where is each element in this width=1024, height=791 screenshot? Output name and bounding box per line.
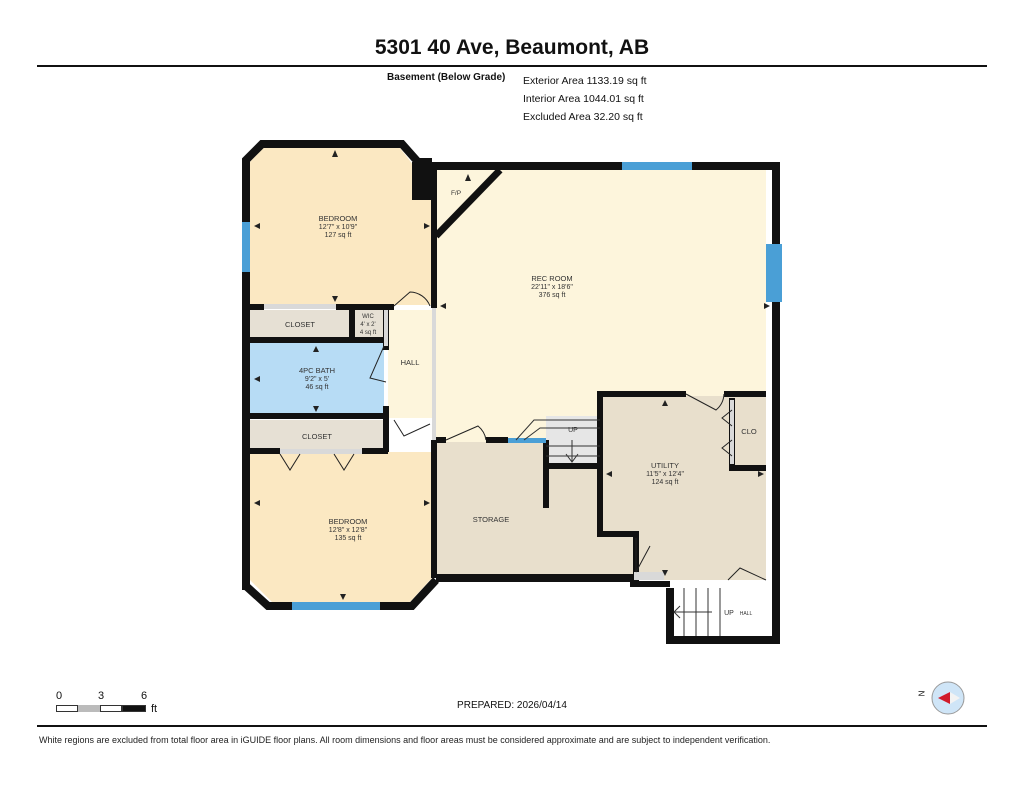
footer-divider [37,725,987,727]
stair-arrow [673,605,712,619]
wall-stair-bottom [666,636,778,644]
hall-floor [388,310,432,418]
bedroom2-floor [250,452,432,602]
scale-segment [78,705,100,712]
fireplace-label: F/P [451,190,461,197]
bedroom1-dims: 12'7" x 10'9" [319,224,358,231]
bedroom2-area: 135 sq ft [335,535,362,542]
excluded-area: Excluded Area 32.20 sq ft [523,111,643,123]
scale-label-0: 0 [56,690,63,702]
closet1-floor [250,310,350,338]
scale-unit: ft [151,703,158,715]
rec-name: REC ROOM [531,274,572,283]
hall2-label: HALL [740,611,753,617]
hall-rec-opening [432,308,436,440]
bedroom1-area: 127 sq ft [325,232,352,239]
utility-dims: 11'5" x 12'4" [646,471,684,478]
rec-dims: 22'11" x 18'6" [531,284,573,291]
fireplace-wall [433,167,503,239]
bath-name: 4PC BATH [299,366,335,375]
window-bedroom1 [242,222,250,272]
prepared-date: PREPARED: 2026/04/14 [457,700,567,711]
compass-icon [931,681,965,715]
utility-opening [634,572,664,580]
floor-label: Basement (Below Grade) [387,72,506,83]
door-swing [635,538,651,573]
storage-name: STORAGE [473,515,510,524]
clo-name: CLO [741,427,757,436]
bath-area: 46 sq ft [306,384,329,391]
utility-floor [602,396,766,580]
closet2-name: CLOSET [302,432,332,441]
stairs-up-label: UP [568,427,578,434]
wic-area: 4 sq ft [360,330,377,336]
wic-floor [354,310,384,338]
door-swing [369,345,387,383]
door-swing [393,419,431,437]
door-swing [445,425,487,441]
bath-floor [250,343,384,413]
exterior-area: Exterior Area 1133.19 sq ft [523,75,647,87]
compass: N [916,680,968,721]
door-opening [384,310,388,346]
door-swing [685,393,725,411]
door-swing [393,291,431,307]
door-swing [727,567,767,581]
closet2-floor [250,420,384,450]
scale-segment [100,705,122,712]
window-rec-top [622,162,692,170]
clo-opening [730,400,734,464]
bath-dims: 9'2" x 5' [305,376,329,383]
window-bedroom2 [292,602,380,610]
closet1-name: CLOSET [285,320,315,329]
hall-name: HALL [401,358,420,367]
disclaimer: White regions are excluded from total fl… [39,735,771,745]
window-stair [508,438,546,443]
compass-north-label: N [916,690,926,697]
scale-segment [122,705,146,712]
closet1-opening [264,304,336,309]
bedroom1-floor [250,148,432,305]
header-divider [37,65,987,67]
bedroom2-name: BEDROOM [329,517,368,526]
scale-segment [56,705,78,712]
rec-area: 376 sq ft [539,292,566,299]
utility-name: UTILITY [651,461,679,470]
page-title: 5301 40 Ave, Beaumont, AB [374,36,650,59]
bifold-door [721,409,733,457]
window-rec-east [766,244,782,302]
bedroom1-name: BEDROOM [319,214,358,223]
stair-arrow [565,440,579,463]
wic-dims: 4' x 2' [360,322,375,328]
wall [597,391,686,466]
utility-area: 124 sq ft [652,479,679,486]
area-summary: Exterior Area 1133.19 sq ft Interior Are… [523,72,647,126]
interior-area: Interior Area 1044.01 sq ft [523,93,644,105]
wic-name: WIC [362,314,374,320]
stairs-up2-label: UP [724,610,734,617]
scale-label-3: 3 [98,690,105,702]
bifold-door [279,453,355,471]
stair-floor [546,416,600,464]
bedroom2-dims: 12'8" x 12'8" [329,527,368,534]
chimney-block [412,162,432,200]
stair-treads [515,419,600,457]
closet2-opening [280,449,362,454]
scale-label-6: 6 [141,690,148,702]
